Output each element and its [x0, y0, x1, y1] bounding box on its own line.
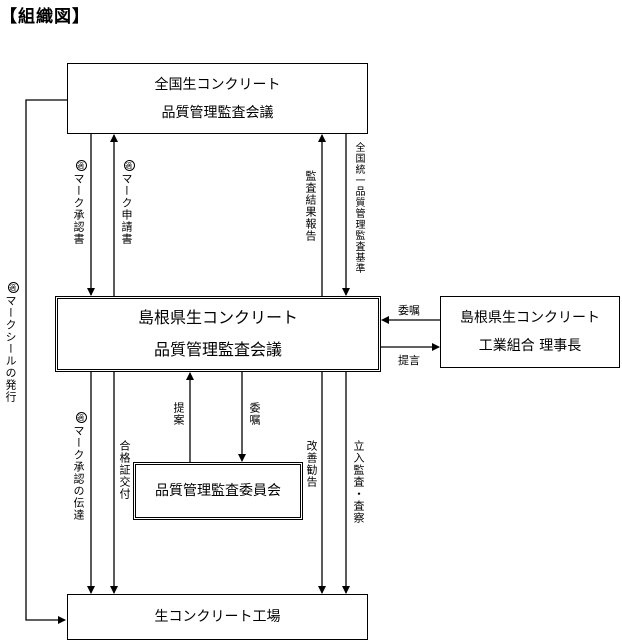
box-zenkoku-line1: 全国生コンクリート — [154, 76, 281, 93]
maru-teki-icon: 適 — [123, 160, 135, 171]
box-kumiai-line1: 島根県生コンクリート — [460, 310, 600, 326]
box-shimane-kaigi: 島根県生コンクリート 品質管理監査会議 — [55, 296, 381, 372]
label-iyoku-top: 委嘱 — [398, 304, 420, 317]
box-iinkai: 品質管理監査委員会 — [133, 462, 303, 520]
arrow-mark-seal — [25, 99, 67, 624]
label-mark-shonin-dentatsu: 適マーク承認の伝達 — [72, 412, 87, 521]
maru-teki-icon: 適 — [75, 412, 87, 423]
box-kojo-line1: 生コンクリート工場 — [154, 609, 281, 625]
label-tachiiri: 立入監査・査察 — [352, 440, 365, 524]
label-teigen: 提言 — [398, 354, 420, 367]
box-shimane-line1: 島根県生コンクリート — [137, 308, 298, 327]
label-teian: 提案 — [172, 402, 185, 426]
box-kumiai-line2: 工業組合 理事長 — [478, 338, 582, 354]
label-mark-shonin: 適マーク承認書 — [72, 160, 87, 245]
label-mark-shinsei: 適マーク申請書 — [120, 160, 135, 245]
box-kumiai-rijicho: 島根県生コンクリート 工業組合 理事長 — [440, 296, 620, 368]
maru-teki-icon: 適 — [7, 282, 19, 293]
page-title: 【組織図】 — [0, 7, 90, 27]
label-mark-seal: 適マークシールの発行 — [4, 282, 19, 403]
box-shimane-line2: 品質管理監査会議 — [153, 340, 282, 359]
box-iinkai-line1: 品質管理監査委員会 — [155, 483, 281, 499]
label-kansa-kekka: 監査結果報告 — [304, 170, 317, 242]
label-iyoku-mid: 委嘱 — [248, 402, 261, 426]
maru-teki-icon: 適 — [75, 160, 87, 171]
box-zenkoku-line2: 品質管理監査会議 — [161, 104, 274, 121]
label-zenkoku-kijun: 全国統一品質管理監査基準 — [353, 142, 364, 274]
label-kaizen: 改善勧告 — [305, 440, 318, 488]
label-gokaku: 合格証交付 — [118, 440, 131, 500]
box-kojo: 生コンクリート工場 — [67, 594, 368, 640]
box-zenkoku-kaigi: 全国生コンクリート 品質管理監査会議 — [67, 63, 368, 134]
